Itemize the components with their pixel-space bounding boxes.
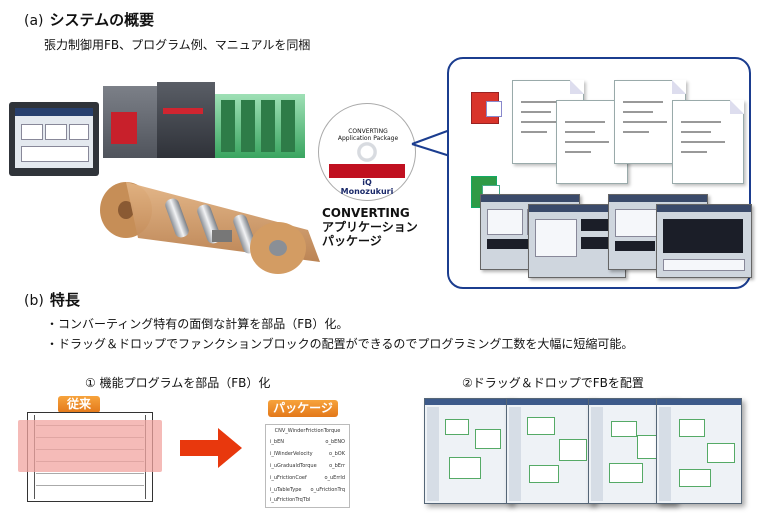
fb-output: o_uFrictionTrq	[310, 487, 345, 493]
web-roller-illustration	[100, 182, 320, 274]
fb-input: i_uFrictionCoef	[270, 475, 307, 481]
fb-input: i_uFrictionTrqTbl	[270, 497, 311, 503]
plc-power-unit	[103, 86, 157, 158]
feature1-title: ① 機能プログラムを部品（FB）化	[85, 376, 271, 390]
fb-output: o_bErr	[329, 463, 345, 469]
plc-io-modules	[215, 94, 305, 158]
section-a-heading: システムの概要	[49, 11, 155, 29]
section-a-prefix: (a)	[24, 13, 44, 29]
fb-input: i_bEN	[270, 439, 284, 445]
section-b-heading: 特長	[49, 291, 80, 309]
section-b-prefix: (b)	[24, 293, 44, 309]
cd-brand: iQ Monozukuri	[340, 178, 394, 196]
conversion-arrow	[180, 428, 242, 468]
before-tag: 従来	[58, 396, 100, 413]
section-a-subtitle: 張力制御用FB、プログラム例、マニュアルを同梱	[44, 38, 311, 52]
fb-input: i_lWinderVelocity	[270, 451, 313, 457]
hmi-screen	[15, 108, 93, 168]
programming-tool-window	[656, 398, 742, 504]
fb-input: i_uGradualdTorque	[270, 463, 317, 469]
package-tag: パッケージ	[268, 400, 338, 417]
programming-tool-window	[506, 398, 594, 504]
manual-document	[672, 100, 744, 184]
section-a-title: (a) システムの概要	[24, 9, 154, 30]
application-package-cd: CONVERTING Application Package iQ Monozu…	[318, 103, 416, 201]
package-caption-line2: アプリケーション	[322, 220, 418, 234]
cd-line1: CONVERTING	[348, 128, 388, 135]
callout-connector	[411, 129, 451, 157]
programming-tool-window	[424, 398, 512, 504]
plc-cpu	[157, 82, 215, 158]
complex-calculation-highlight	[18, 420, 162, 472]
cd-line2: Application Package	[337, 135, 399, 142]
fb-output: o_bOK	[329, 451, 345, 457]
fb-input: i_uTableType	[270, 487, 302, 493]
feature-bullet: ・コンバーティング特有の面倒な計算を部品（FB）化。	[46, 317, 349, 331]
feature2-title: ②ドラッグ＆ドロップでFBを配置	[462, 376, 644, 390]
hmi-panel	[9, 102, 99, 176]
fb-output: o_uErrId	[324, 475, 345, 481]
function-block: CNV_WinderFrictionTorque i_bEN o_bENO i_…	[265, 424, 350, 508]
package-caption-line3: パッケージ	[322, 234, 382, 248]
package-caption: CONVERTING アプリケーション パッケージ	[322, 206, 418, 248]
fb-name: CNV_WinderFrictionTorque	[274, 428, 341, 434]
dancer-bracket	[212, 230, 232, 242]
idler-roller	[165, 198, 189, 238]
feature-bullet: ・ドラッグ＆ドロップでファンクションブロックの配置ができるのでプログラミング工数…	[46, 337, 634, 351]
hmi-screen-sample	[656, 204, 752, 278]
manual-pdf-icon	[471, 92, 502, 124]
section-b-title: (b) 特長	[24, 289, 80, 310]
fb-output: o_bENO	[325, 439, 345, 445]
package-caption-line1: CONVERTING	[322, 206, 410, 220]
